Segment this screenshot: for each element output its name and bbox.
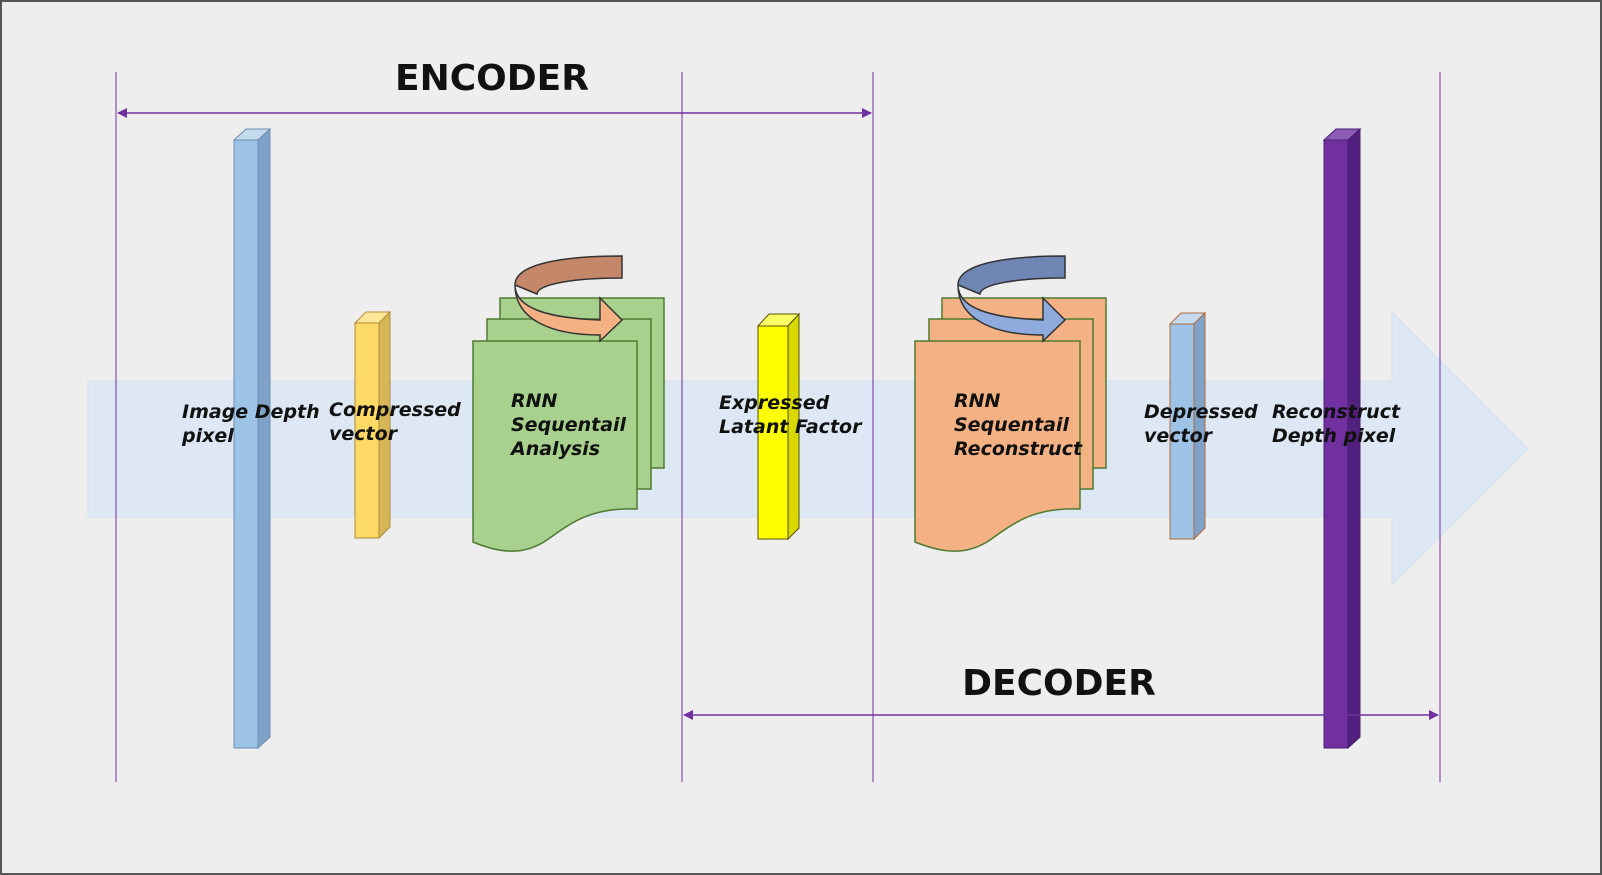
compressed-vector-bar (353, 310, 392, 540)
rnn-reconstruct-label-line3: Reconstruct (954, 438, 1083, 460)
rnn-reconstruct-label-line2: Sequentail (954, 414, 1070, 436)
latent-label-line1: Expressed (719, 392, 830, 414)
latent-factor-bar (756, 312, 801, 541)
input-bar (232, 127, 272, 750)
output-label-line1: Reconstruct (1272, 401, 1401, 423)
flow-arrow (87, 310, 1529, 587)
compressed-label-line1: Compressed (329, 399, 461, 421)
output-label-line2: Depth pixel (1272, 425, 1396, 447)
input-label-line1: Image Depth (182, 401, 320, 423)
rnn-analysis-label-line3: Analysis (509, 438, 600, 460)
output-bar (1322, 127, 1362, 750)
compressed-label-line2: vector (329, 423, 399, 445)
depressed-label-line2: vector (1144, 425, 1214, 447)
rnn-reconstruct-loop-icon (957, 255, 1067, 343)
depressed-vector-bar (1168, 311, 1207, 541)
rnn-reconstruct-pages (914, 297, 1107, 552)
rnn-analysis-loop-icon (514, 255, 624, 343)
depressed-label-line1: Depressed (1144, 401, 1258, 423)
decoder-title: DECODER (962, 663, 1156, 704)
input-label-line2: pixel (181, 425, 234, 447)
rnn-analysis-label-line1: RNN (511, 390, 558, 412)
latent-label-line2: Latant Factor (719, 416, 863, 438)
rnn-analysis-pages (472, 297, 665, 552)
rnn-analysis-label-line2: Sequentail (511, 414, 627, 436)
encoder-title: ENCODER (395, 58, 589, 99)
rnn-reconstruct-label-line1: RNN (954, 390, 1001, 412)
